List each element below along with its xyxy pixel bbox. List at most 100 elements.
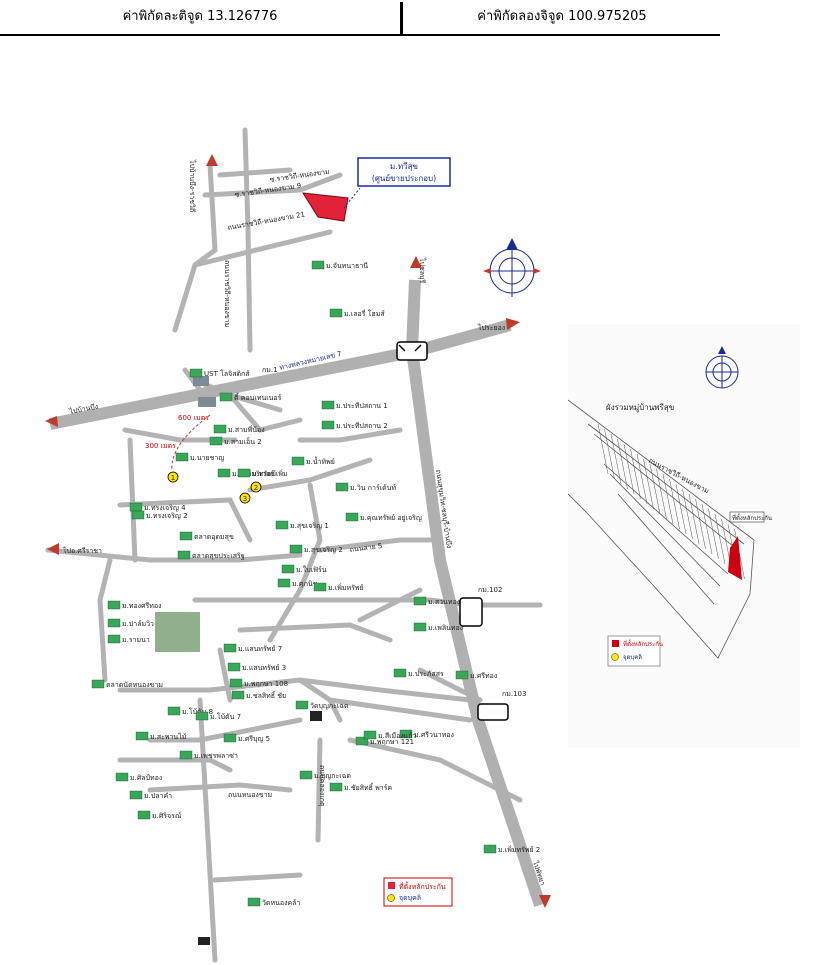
- lot-line: [682, 488, 693, 540]
- yellow-markers: 1 2 3: [167, 471, 262, 504]
- lot-line: [630, 448, 641, 500]
- place-label: ม.ปาล์มวิว: [122, 620, 154, 628]
- house-icon: [115, 772, 129, 782]
- place-label: ม.ปาล์มริเวอร์: [232, 470, 274, 478]
- house-icon: [91, 679, 105, 689]
- direction-arrows: [45, 154, 551, 908]
- longitude-label: ค่าพิกัดลองจิจูด 100.975205: [477, 9, 647, 24]
- place-label: ม.สุขเจริญ 1: [290, 522, 329, 530]
- yellow-marker-2: [250, 481, 262, 493]
- lot-line: [617, 438, 628, 490]
- to-right-label: ไประยอง: [477, 323, 505, 332]
- house-icon: [107, 618, 121, 628]
- house-icon: [289, 544, 303, 554]
- lot-line: [662, 473, 674, 525]
- interchange-1: [396, 341, 428, 361]
- inset-plan: [568, 399, 755, 659]
- house-icon: [179, 531, 193, 541]
- lot-line: [649, 463, 661, 515]
- to-up-label: ไปชลบุรี: [418, 257, 427, 283]
- place-label: ม.แสนทรัพย์ 3: [242, 664, 286, 672]
- header-rule: [0, 34, 720, 36]
- house-icon: [363, 730, 377, 740]
- lot-line: [688, 493, 700, 545]
- site-plot[interactable]: [302, 192, 349, 222]
- place-label: ตลาดอุดมสุข: [194, 533, 234, 541]
- place-label: ม.สามพี่น้อง: [228, 425, 265, 434]
- place-label: ม.ทรงเจริญ 4: [144, 504, 186, 512]
- lot-line: [604, 428, 615, 480]
- inset-title: ผังรวมหมู่บ้านพรีสุข: [606, 403, 674, 413]
- callout-leader: [343, 187, 361, 209]
- place-label: ม.นายชาญ: [190, 454, 224, 462]
- svg-text:1: 1: [171, 474, 175, 482]
- svg-text:3: 3: [243, 495, 247, 503]
- svg-text:2: 2: [254, 484, 258, 492]
- house-icon: [175, 452, 189, 462]
- house-icon: [231, 690, 245, 700]
- house-icon: [399, 729, 413, 739]
- distance-300: 300 เมตร: [145, 442, 176, 450]
- map-legend: ที่ตั้งหลักประกัน จุดบุคลิ: [383, 877, 453, 907]
- house-icon: [137, 810, 151, 820]
- house-icon: [329, 308, 343, 318]
- place-label: ม.ประภัสสร: [408, 670, 444, 678]
- svg-text:จุดบุคลิ: จุดบุคลิ: [623, 654, 642, 661]
- place-label: ม.คุณทรัพย์ อยู่เจริญ: [360, 514, 422, 522]
- place-label: ม.พฤกษา 108: [244, 680, 288, 688]
- house-icon: [455, 670, 469, 680]
- place-label: ม.ศุภนิช: [292, 580, 318, 588]
- place-label: วัดหนองคล้า: [262, 899, 300, 907]
- place-label: วัดบุญกะเฉด: [310, 702, 349, 710]
- house-icon: [179, 750, 193, 760]
- km-marker-102: กม.102: [478, 586, 502, 594]
- lot-line: [708, 508, 719, 560]
- house-icon: [335, 482, 349, 492]
- house-icon: [277, 578, 291, 588]
- lot-line: [636, 453, 648, 505]
- house-icon: [329, 782, 343, 792]
- place-label: ม.ชัยสิทธิ์ พาร์ค: [344, 782, 392, 792]
- header-divider: [400, 2, 403, 34]
- to-left2-label: ไปอ.ศรีราชา: [62, 546, 102, 555]
- place-label: ม.ประทีปสถาน 1: [336, 402, 388, 410]
- klongkaew-label: ถนนคลองเกตุ: [318, 765, 326, 807]
- place-label: ม.ชลสิทธิ์ ชัย: [246, 690, 286, 700]
- inset-site-plot[interactable]: [728, 536, 742, 580]
- lot-line: [701, 503, 713, 555]
- warehouse-icons: [155, 376, 216, 652]
- soi-road-label: ถนนสาย 5: [349, 542, 383, 554]
- place-label: UST โลจิสติกส์: [204, 369, 250, 378]
- road-21-label: ถนนราชวิถี-หนองขาม 21: [227, 210, 306, 231]
- main-highways: [48, 279, 546, 907]
- place-label: ม.เพิ่มทรัพย์: [328, 583, 364, 592]
- house-icon: [195, 711, 209, 721]
- distance-600: 600 เมตร: [178, 414, 209, 422]
- place-label: ม.ทรัพย์เพิ่ม: [252, 469, 288, 478]
- place-label: ม.สามเอ็น 2: [224, 437, 262, 446]
- house-icon: [275, 520, 289, 530]
- house-icon: [135, 731, 149, 741]
- lot-line: [714, 513, 726, 565]
- house-icon: [311, 260, 325, 270]
- place-label: ม.รามนา: [122, 636, 150, 644]
- house-icon: [345, 512, 359, 522]
- place-label: ม.จันทนาธานี: [326, 262, 368, 270]
- lot-line: [669, 478, 680, 530]
- house-icon: [413, 622, 427, 632]
- place-label: ม.เลอรี่ โฮมส์: [344, 309, 385, 318]
- house-icon: [189, 368, 203, 378]
- house-icon: [393, 668, 407, 678]
- house-icon: [167, 706, 181, 716]
- km-marker-1: กม.1: [262, 366, 278, 374]
- place-label: ม.ศิลป์ทอง: [130, 774, 162, 782]
- km-markers: กม.1 กม.102 กม.103: [262, 366, 526, 698]
- house-icon: [299, 770, 313, 780]
- site-callout: ม.ทวีสุข (ศูนย์ขายประกอบ): [357, 157, 451, 187]
- place-label: ม.สวนทอง: [428, 598, 460, 606]
- house-icon: [107, 600, 121, 610]
- callout-title: ม.ทวีสุข: [390, 162, 418, 171]
- site-layout-inset[interactable]: ผังรวมหมู่บ้านพรีสุข ถนนราชวิถี-หนองขาม …: [568, 324, 800, 748]
- location-map[interactable]: ม.ทวีสุข (ศูนย์ขายประกอบ) ถนนราชวิถี-หนอ…: [0, 36, 834, 965]
- house-icon: [217, 468, 231, 478]
